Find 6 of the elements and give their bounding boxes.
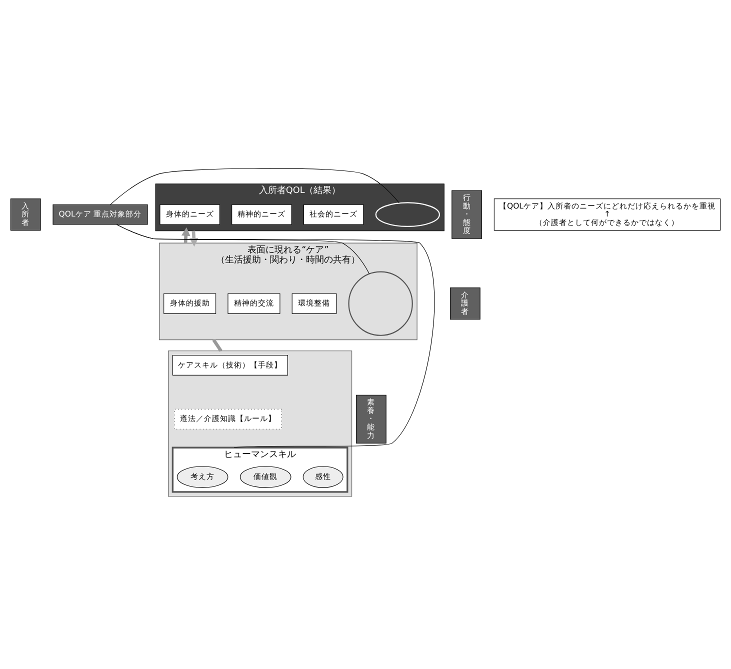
connector — [110, 168, 400, 205]
node-ellipse — [375, 202, 440, 228]
connector — [212, 338, 222, 352]
node-circle — [348, 271, 413, 336]
cluster — [168, 350, 352, 497]
connector — [116, 224, 435, 448]
